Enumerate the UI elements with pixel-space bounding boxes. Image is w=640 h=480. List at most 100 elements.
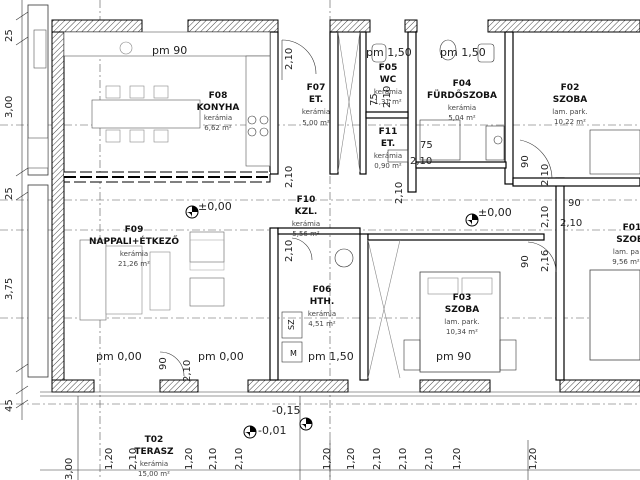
svg-text:HTH.: HTH. xyxy=(310,297,335,307)
terrace-area xyxy=(40,391,640,480)
left-dimension-chain: 25 3,00 25 3,75 45 xyxy=(4,0,29,420)
living-furniture xyxy=(79,231,225,321)
svg-text:F02: F02 xyxy=(561,83,580,93)
dim-left-3: 25 xyxy=(4,187,15,200)
svg-text:SZOB: SZOB xyxy=(616,235,640,245)
svg-text:ET.: ET. xyxy=(309,95,323,105)
door-dim-f11-a: 75 xyxy=(420,140,433,151)
dim-left-5: 45 xyxy=(4,399,15,412)
svg-text:10,34 m²: 10,34 m² xyxy=(446,328,478,336)
room-label-f11: F11 ET. kerámia 0,90 m² xyxy=(374,127,402,170)
svg-text:kerámia: kerámia xyxy=(302,108,330,116)
dim-left-2: 3,00 xyxy=(4,96,15,118)
svg-text:lam. park.: lam. park. xyxy=(552,108,587,116)
door-dim-f02-b: 2,10 xyxy=(540,164,551,186)
sill-konyha-top: pm 90 xyxy=(152,44,187,57)
dim-left-1: 25 xyxy=(4,29,15,42)
level-living: ±0,00 xyxy=(198,200,232,213)
svg-text:kerámia: kerámia xyxy=(308,310,336,318)
room-label-f01: F01 SZOB lam. pa 9,56 m² xyxy=(612,223,640,266)
svg-text:15,00 m²: 15,00 m² xyxy=(138,470,170,478)
svg-text:F08: F08 xyxy=(209,91,228,101)
sill-living-left: pm 0,00 xyxy=(96,350,142,363)
room-label-f09: F09 NAPPALI+ÉTKEZŐ kerámia 21,26 m² xyxy=(89,225,179,268)
kitchen-furniture xyxy=(63,31,271,167)
svg-text:9,56 m²: 9,56 m² xyxy=(612,258,640,266)
dim-left-4: 3,75 xyxy=(4,278,15,300)
door-dim-wc-a: 75 xyxy=(369,93,380,106)
room-label-f07: F07 ET. kerámia 5,00 m² xyxy=(302,83,330,127)
door-dim-f06: 2,10 xyxy=(284,240,295,262)
bedroom-bed xyxy=(403,271,517,373)
bedroom-f01-furniture xyxy=(589,129,640,361)
door-dim-f08: 2,10 xyxy=(284,166,295,188)
svg-text:1,20: 1,20 xyxy=(346,448,357,470)
svg-text:ET.: ET. xyxy=(381,139,395,149)
svg-text:4,51 m²: 4,51 m² xyxy=(308,320,336,328)
door-dim-wc-b: 2,10 xyxy=(382,86,393,108)
svg-text:5,04 m²: 5,04 m² xyxy=(448,114,476,122)
interior-walls xyxy=(269,31,640,381)
svg-text:kerámia: kerámia xyxy=(292,220,320,228)
svg-text:SZOBA: SZOBA xyxy=(445,305,480,315)
svg-text:10,22 m²: 10,22 m² xyxy=(554,118,586,126)
svg-text:2,10: 2,10 xyxy=(372,448,383,470)
svg-text:2,10: 2,10 xyxy=(128,448,139,470)
svg-text:kerámia: kerámia xyxy=(140,460,168,468)
room-label-f02: F02 SZOBA lam. park. 10,22 m² xyxy=(552,83,587,126)
level-markers xyxy=(185,205,479,439)
exterior-walls xyxy=(51,19,640,393)
sill-hth-bottom: pm 1,50 xyxy=(308,350,354,363)
level-outside-1: -0,15 xyxy=(272,404,300,417)
svg-text:kerámia: kerámia xyxy=(204,114,232,122)
svg-text:6,62 m²: 6,62 m² xyxy=(204,124,232,132)
door-dim-f01-a: 90 xyxy=(568,198,581,209)
door-dim-living-a: 90 xyxy=(158,357,169,370)
svg-text:lam. park.: lam. park. xyxy=(444,318,479,326)
door-dim-et-top: 2,10 xyxy=(284,48,295,70)
svg-text:T02: T02 xyxy=(145,435,164,445)
svg-text:5,56 m²: 5,56 m² xyxy=(292,230,320,238)
svg-text:NAPPALI+ÉTKEZŐ: NAPPALI+ÉTKEZŐ xyxy=(89,235,179,247)
svg-text:21,26 m²: 21,26 m² xyxy=(118,260,150,268)
room-label-f06: F06 HTH. kerámia 4,51 m² xyxy=(308,285,336,328)
svg-text:2,10: 2,10 xyxy=(424,448,435,470)
svg-text:F01: F01 xyxy=(623,223,640,233)
svg-text:lam. pa: lam. pa xyxy=(613,248,639,256)
svg-text:2,10: 2,10 xyxy=(234,448,245,470)
svg-text:1,20: 1,20 xyxy=(104,448,115,470)
left-side-wall xyxy=(27,4,49,378)
svg-text:kerámia: kerámia xyxy=(120,250,148,258)
bathroom-fixtures xyxy=(371,39,505,163)
svg-text:2,10: 2,10 xyxy=(398,448,409,470)
sill-room-bottom: pm 90 xyxy=(436,350,471,363)
svg-text:5,00 m²: 5,00 m² xyxy=(302,119,330,127)
svg-text:1,20: 1,20 xyxy=(528,448,539,470)
svg-text:1,20: 1,20 xyxy=(452,448,463,470)
svg-text:0,90 m²: 0,90 m² xyxy=(374,162,402,170)
door-dim-kzl-v2: 2,10 xyxy=(540,206,551,228)
level-hall: ±0,00 xyxy=(478,206,512,219)
svg-text:kerámia: kerámia xyxy=(374,152,402,160)
door-dim-f11-b: 2,10 xyxy=(410,156,432,167)
svg-text:FÜRDŐSZOBA: FÜRDŐSZOBA xyxy=(427,90,497,101)
fixture-m-label: M xyxy=(290,349,297,358)
svg-text:2,10: 2,10 xyxy=(208,448,219,470)
bottom-dimension-chain: 1,20 2,10 1,20 2,10 2,10 1,20 1,20 2,10 … xyxy=(64,448,539,480)
door-dim-f02-a: 90 xyxy=(520,155,531,168)
svg-text:F10: F10 xyxy=(297,195,316,205)
door-dim-f01-b: 2,10 xyxy=(560,218,582,229)
svg-text:TERASZ: TERASZ xyxy=(134,447,174,457)
kitchen-living-divider xyxy=(63,171,271,183)
door-dim-f03-a: 90 xyxy=(520,255,531,268)
sill-living-right: pm 0,00 xyxy=(198,350,244,363)
svg-text:F07: F07 xyxy=(307,83,326,93)
hth-fixtures xyxy=(281,248,354,363)
svg-text:F03: F03 xyxy=(453,293,472,303)
svg-text:KZL.: KZL. xyxy=(295,207,318,217)
svg-text:1,31 m²: 1,31 m² xyxy=(374,98,402,106)
level-outside-2: -0,01 xyxy=(258,424,286,437)
svg-text:SZOBA: SZOBA xyxy=(553,95,588,105)
svg-text:WC: WC xyxy=(380,75,397,85)
